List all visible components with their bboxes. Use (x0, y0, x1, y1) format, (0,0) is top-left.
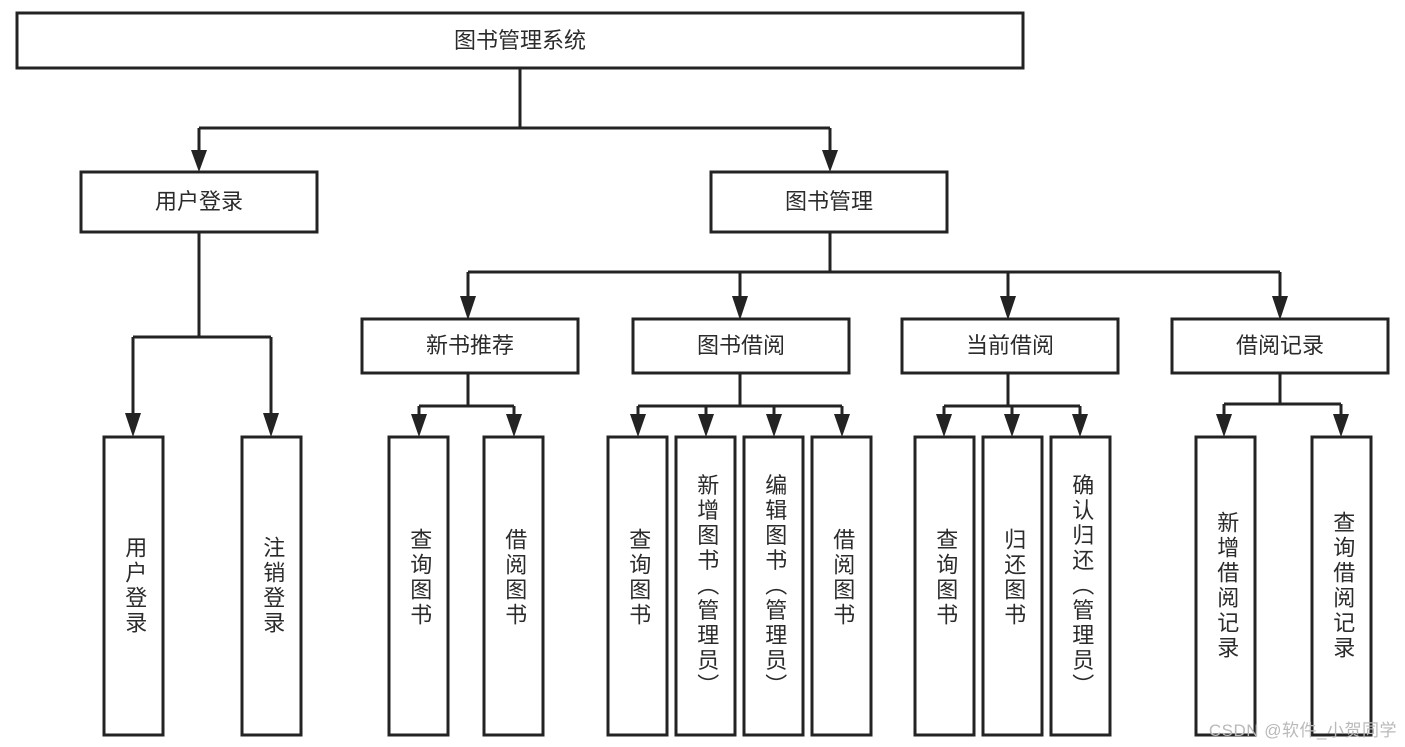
node-book-borrow[interactable]: 图书借阅 (631, 317, 851, 375)
node-leaf-11[interactable]: 确认归还（管理员） (1049, 435, 1112, 737)
node-leaf-4[interactable]: 借阅图书 (482, 435, 545, 737)
node-book-manage-box[interactable] (709, 170, 949, 234)
node-leaf-9-box[interactable] (913, 435, 976, 737)
node-leaf-3-label: 查询图书 (407, 528, 432, 628)
node-user-login[interactable]: 用户登录 (79, 170, 319, 234)
node-book-borrow-label: 图书借阅 (697, 333, 785, 358)
node-book-manage[interactable]: 图书管理 (709, 170, 949, 234)
node-current-borrow-box[interactable] (900, 317, 1120, 375)
node-leaf-7-label: 编辑图书（管理员） (762, 474, 787, 699)
node-leaf-12-box[interactable] (1194, 435, 1257, 737)
arrow-head-leaf-9 (936, 414, 952, 437)
connector-group-current-borrow (936, 373, 1088, 437)
node-root-label: 图书管理系统 (454, 28, 586, 53)
arrow-head-leaf-5 (630, 414, 646, 437)
node-leaf-7-box[interactable] (742, 435, 805, 737)
node-borrow-record-box[interactable] (1170, 317, 1390, 375)
node-leaf-13[interactable]: 查询借阅记录 (1310, 435, 1373, 737)
node-leaf-2-box[interactable] (240, 435, 303, 737)
node-borrow-record[interactable]: 借阅记录 (1170, 317, 1390, 375)
arrow-head-current-borrow (1000, 296, 1016, 320)
arrow-head-borrow-record (1272, 296, 1288, 320)
node-leaf-10-box[interactable] (981, 435, 1044, 737)
node-new-book-rec[interactable]: 新书推荐 (360, 317, 580, 375)
node-leaf-9[interactable]: 查询图书 (913, 435, 976, 737)
arrow-head-leaf-10 (1004, 414, 1020, 437)
connector-group-root (191, 68, 838, 172)
connector-group-book-borrow (630, 373, 850, 437)
node-leaf-13-label: 查询借阅记录 (1330, 511, 1355, 661)
arrow-head-leaf-7 (766, 414, 782, 437)
node-book-manage-label: 图书管理 (785, 189, 873, 214)
node-leaf-6[interactable]: 新增图书（管理员） (674, 435, 737, 737)
arrow-head-leaf-4 (506, 414, 522, 437)
node-leaf-12-label: 新增借阅记录 (1214, 511, 1239, 661)
node-leaf-5-box[interactable] (606, 435, 669, 737)
node-leaf-5[interactable]: 查询图书 (606, 435, 669, 737)
node-new-book-rec-box[interactable] (360, 317, 580, 375)
node-leaf-1-box[interactable] (102, 435, 165, 737)
node-leaf-3[interactable]: 查询图书 (387, 435, 450, 737)
arrow-head-leaf-6 (698, 414, 714, 437)
node-leaf-2-label: 注销登录 (260, 536, 285, 636)
node-leaf-6-label: 新增图书（管理员） (694, 474, 719, 699)
node-leaf-1[interactable]: 用户登录 (102, 435, 165, 737)
arrow-head-user-login (191, 150, 207, 172)
arrow-head-new-book-rec (460, 296, 476, 320)
arrow-head-leaf-1 (125, 413, 141, 437)
node-root-box[interactable] (15, 11, 1025, 70)
node-leaf-8-box[interactable] (810, 435, 873, 737)
node-leaf-3-box[interactable] (387, 435, 450, 737)
arrow-head-leaf-13 (1333, 414, 1349, 437)
arrow-head-leaf-2 (263, 413, 279, 437)
node-leaf-4-box[interactable] (482, 435, 545, 737)
node-leaf-13-box[interactable] (1310, 435, 1373, 737)
node-current-borrow[interactable]: 当前借阅 (900, 317, 1120, 375)
node-leaf-10-label: 归还图书 (1001, 528, 1026, 628)
node-leaf-12[interactable]: 新增借阅记录 (1194, 435, 1257, 737)
arrow-head-leaf-12 (1216, 414, 1232, 437)
node-leaf-7[interactable]: 编辑图书（管理员） (742, 435, 805, 737)
node-leaf-4-label: 借阅图书 (502, 528, 527, 628)
connector-group-user-login (125, 232, 279, 437)
node-user-login-box[interactable] (79, 170, 319, 234)
node-leaf-6-box[interactable] (674, 435, 737, 737)
arrow-head-book-manage (822, 150, 838, 172)
node-leaf-11-box[interactable] (1049, 435, 1112, 737)
arrow-head-leaf-3 (411, 414, 427, 437)
node-leaf-2[interactable]: 注销登录 (240, 435, 303, 737)
arrow-head-book-borrow (732, 296, 748, 320)
node-leaf-11-label: 确认归还（管理员） (1069, 474, 1094, 699)
connector-group-book-manage (460, 232, 1288, 320)
node-borrow-record-label: 借阅记录 (1236, 333, 1324, 358)
connector-group-borrow-record (1216, 373, 1349, 437)
node-leaf-5-label: 查询图书 (626, 528, 651, 628)
connector-group-new-book-rec (411, 373, 522, 437)
node-leaf-9-label: 查询图书 (933, 528, 958, 628)
node-current-borrow-label: 当前借阅 (966, 333, 1054, 358)
arrow-head-leaf-8 (834, 414, 850, 437)
node-leaf-8[interactable]: 借阅图书 (810, 435, 873, 737)
node-new-book-rec-label: 新书推荐 (426, 333, 514, 358)
node-leaf-1-label: 用户登录 (122, 536, 147, 636)
node-leaf-8-label: 借阅图书 (830, 528, 855, 628)
node-user-login-label: 用户登录 (155, 189, 243, 214)
node-root[interactable]: 图书管理系统 (15, 11, 1025, 70)
node-leaf-10[interactable]: 归还图书 (981, 435, 1044, 737)
node-book-borrow-box[interactable] (631, 317, 851, 375)
arrow-head-leaf-11 (1072, 414, 1088, 437)
